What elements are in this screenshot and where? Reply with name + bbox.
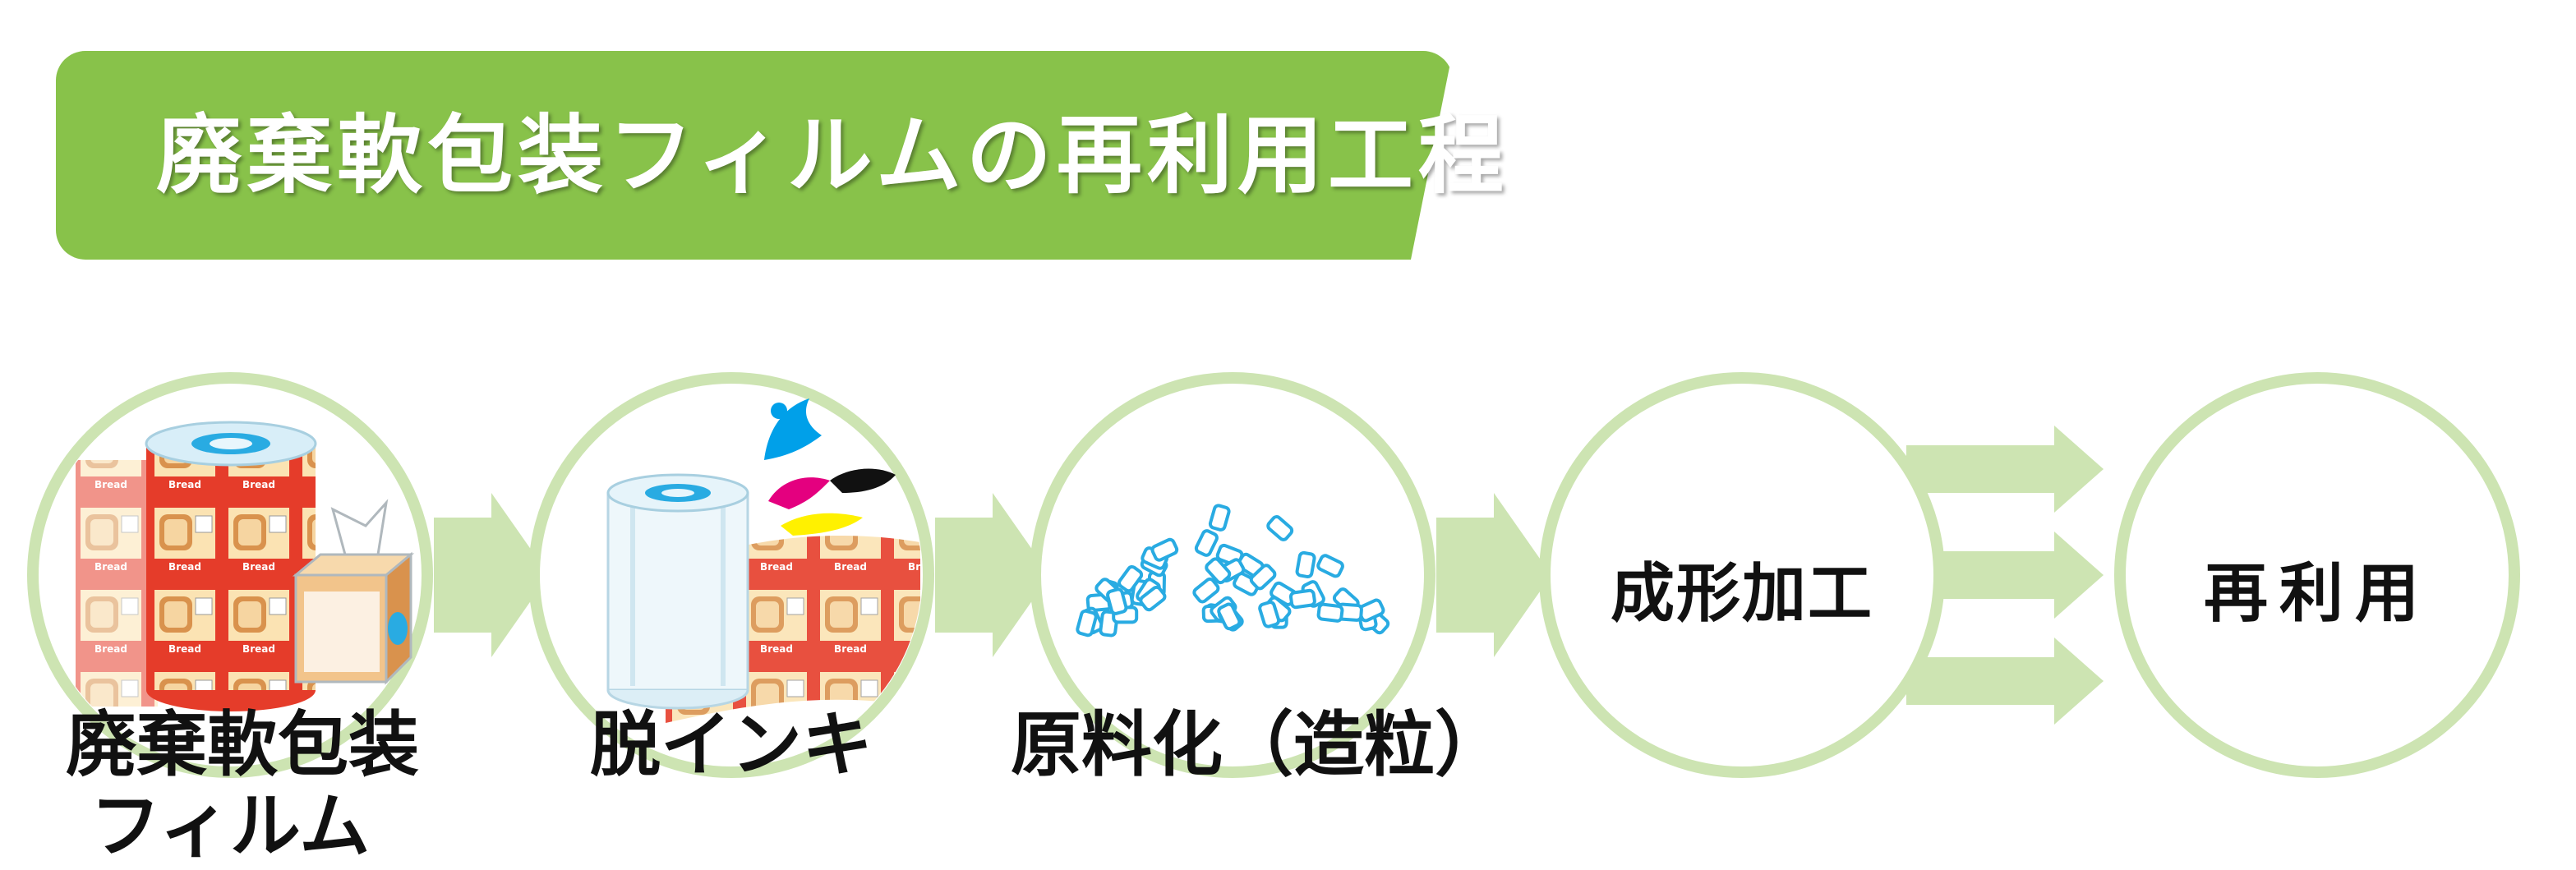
title-banner: [56, 51, 1453, 260]
pellet: [1266, 515, 1294, 541]
pellet-pile-icon: [1076, 504, 1390, 638]
caption-line: 脱インキ: [590, 704, 873, 786]
step-label-reuse: 再利用: [2203, 557, 2431, 631]
arrow-right-icon: [1436, 493, 1551, 657]
step-circle-reuse: [2114, 372, 2520, 778]
pellet: [1233, 572, 1260, 596]
pellet: [1316, 602, 1344, 623]
ink-splash-icon: [764, 398, 896, 536]
pellet: [1208, 504, 1231, 532]
pellet: [1139, 585, 1167, 612]
arrow-right-icon: [1906, 638, 2104, 725]
step-caption-pelletizing: 原料化（造粒）: [1011, 704, 1505, 786]
pellet: [1217, 602, 1242, 631]
pellet: [1106, 587, 1128, 615]
arrow-right-icon: [434, 493, 549, 657]
film-roll-icon: [145, 421, 317, 711]
pellet: [1150, 537, 1179, 562]
caption-line: フィルム: [90, 785, 371, 868]
pellet: [1205, 557, 1232, 585]
pellet: [1258, 601, 1281, 628]
arrow-right-icon: [1906, 426, 2104, 513]
step-caption-deinking: 脱インキ: [567, 705, 896, 786]
step-caption-waste-film: 廃棄軟包装 フィルム: [66, 704, 419, 868]
pellet: [1288, 588, 1316, 610]
step-circle-molding: [1539, 372, 1945, 778]
caption-line: 原料化（造粒）: [1011, 704, 1505, 786]
caption-line: 廃棄軟包装: [66, 704, 419, 786]
pellet: [1316, 554, 1344, 578]
step-circle-pelletizing: [1030, 372, 1435, 778]
film-roll-icon: [606, 473, 749, 710]
pellet: [1117, 564, 1144, 593]
pellet: [1076, 609, 1098, 638]
step-label-molding: 成形加工: [1610, 557, 1873, 631]
pellet: [1192, 577, 1220, 604]
arrow-right-icon: [935, 493, 1050, 657]
pellet: [1249, 564, 1277, 591]
pellet: [1295, 550, 1316, 579]
step-circle-waste-film: [27, 372, 433, 778]
arrow-right-icon: [1939, 532, 2104, 619]
pellet: [1194, 529, 1219, 557]
step-circle-deinking: [528, 372, 934, 778]
page-title: 廃棄軟包装フィルムの再利用工程: [156, 105, 1509, 205]
bread-bag-icon: [292, 499, 415, 685]
